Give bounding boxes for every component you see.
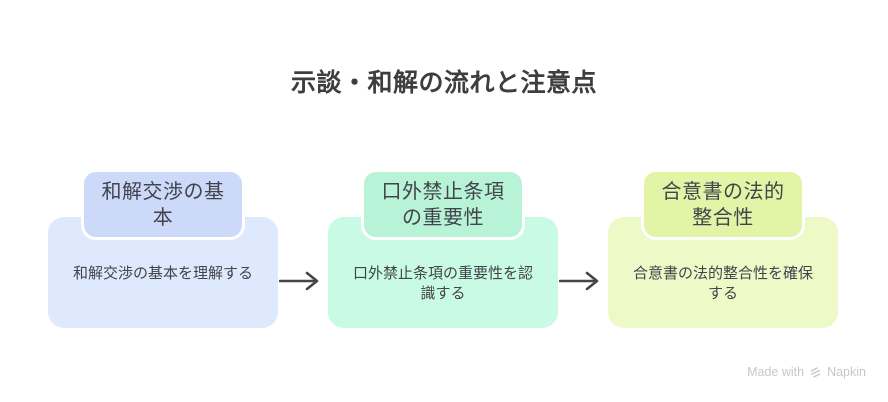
step-1-header-label: 和解交渉の基 本 [101, 180, 225, 229]
step-3-header-label: 合意書の法的 整合性 [661, 180, 785, 229]
diagram-title: 示談・和解の流れと注意点 [290, 69, 597, 97]
step-2: 口外禁止条項 の重要性 口外禁止条項の重要性を認 識する [328, 169, 558, 328]
step-2-header-tab: 口外禁止条項 の重要性 [361, 169, 525, 240]
watermark-made-with-label: Made with [747, 365, 805, 379]
step-2-header-label: 口外禁止条項 の重要性 [381, 180, 505, 229]
step-3-header-tab: 合意書の法的 整合性 [641, 169, 805, 240]
flow-arrow-icon [279, 271, 319, 291]
step-1-body-label: 和解交渉の基本を理解する [72, 265, 253, 282]
step-1-header-tab: 和解交渉の基 本 [81, 169, 245, 240]
napkin-watermark: Made with Napkin [747, 365, 866, 380]
watermark-brand-label: Napkin [827, 365, 866, 379]
step-3-body-label: 合意書の法的整合性を確保 する [632, 265, 813, 302]
step-1: 和解交渉の基 本 和解交渉の基本を理解する [48, 169, 278, 328]
flow-arrow-icon [559, 271, 599, 291]
step-3: 合意書の法的 整合性 合意書の法的整合性を確保 する [608, 169, 838, 328]
napkin-logo-icon [810, 367, 821, 378]
step-2-body-label: 口外禁止条項の重要性を認 識する [352, 265, 533, 302]
